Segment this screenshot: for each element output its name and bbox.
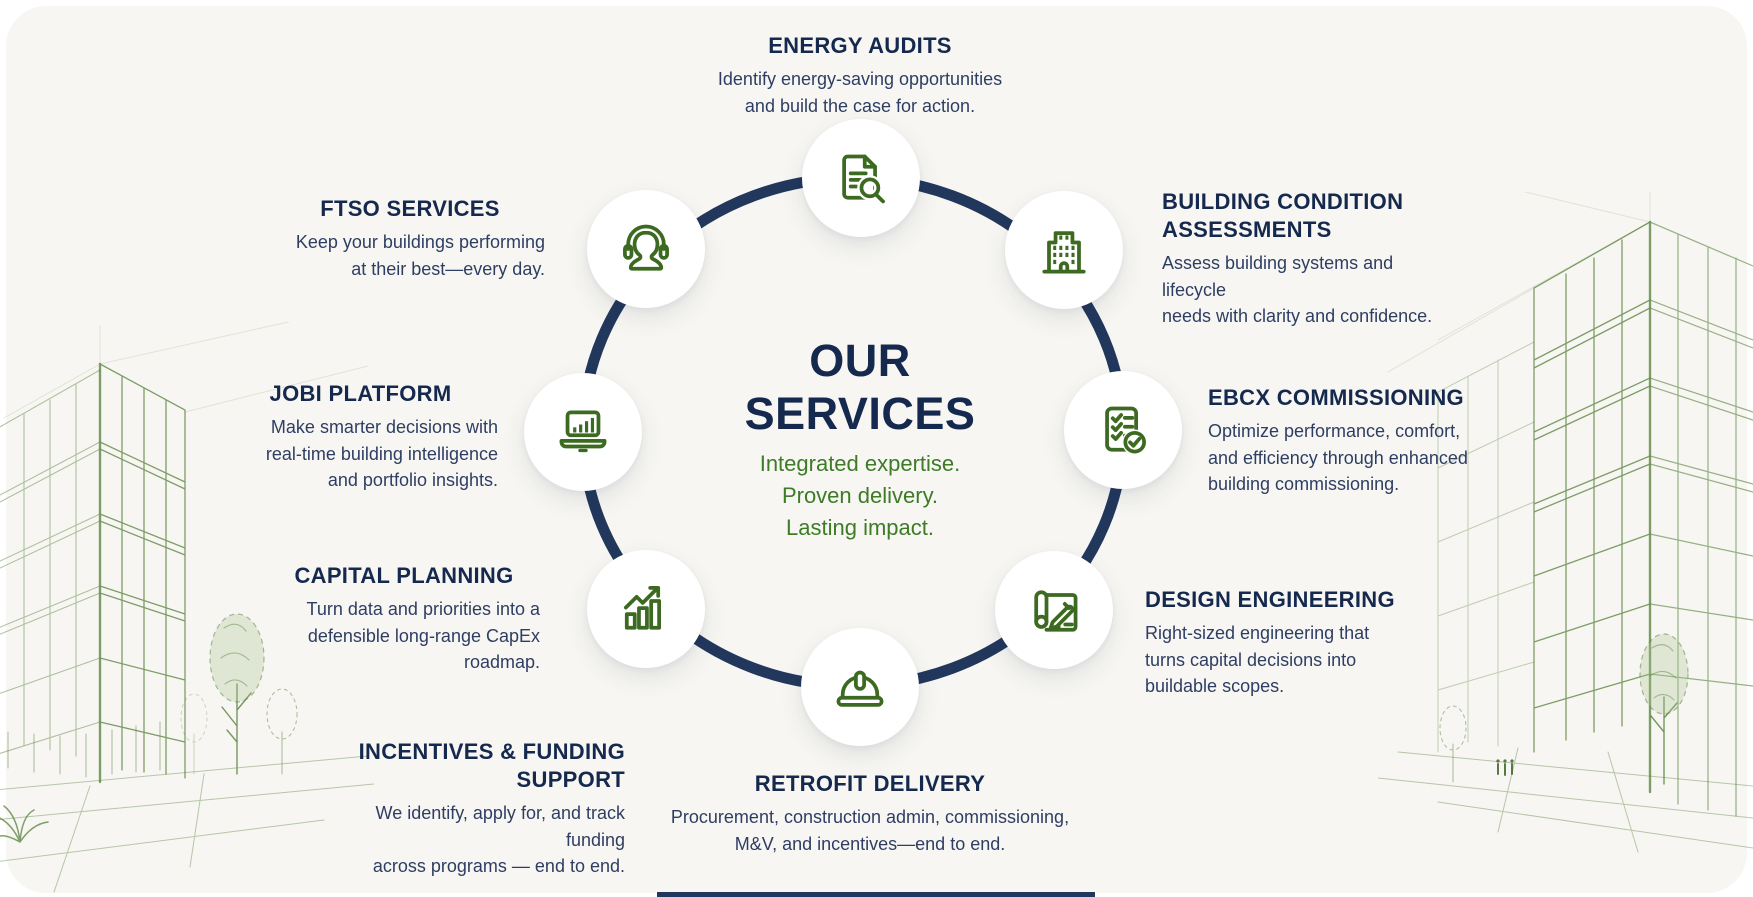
service-description-line: Right-sized engineering that (1145, 623, 1370, 643)
service-design-engineering: DESIGN ENGINEERING Right-sized engineeri… (1145, 586, 1415, 700)
service-node-jobi-platform (524, 373, 642, 491)
center-heading-line: OUR (809, 335, 911, 386)
service-description-line: and build the case for action. (744, 95, 976, 116)
service-description-line: M&V, and incentives—end to end. (734, 833, 1006, 854)
service-title: EBCX COMMISSIONING (1208, 384, 1508, 412)
service-title-line: BUILDING CONDITION (1162, 189, 1404, 214)
service-description-line: Assess building systems and lifecycle (1162, 253, 1394, 300)
service-description: Keep your buildings performing at their … (275, 229, 545, 282)
service-title: INCENTIVES & FUNDING SUPPORT (315, 738, 625, 794)
center-heading: OUR SERVICES (650, 334, 1070, 440)
service-title-line: FTSO SERVICES (320, 196, 500, 221)
service-description-line: buildable scopes. (1145, 676, 1285, 696)
center-tagline: Integrated expertise. Proven delivery. L… (650, 448, 1070, 544)
center-heading-block: OUR SERVICES Integrated expertise. Prove… (650, 334, 1070, 544)
service-building-condition-assessments: BUILDING CONDITION ASSESSMENTS Assess bu… (1162, 188, 1452, 330)
service-description: Procurement, construction admin, commiss… (570, 804, 1170, 857)
headset-icon (623, 224, 669, 271)
service-title-line: DESIGN ENGINEERING (1145, 587, 1395, 612)
center-tagline-line: Lasting impact. (786, 515, 934, 540)
center-heading-line: SERVICES (744, 388, 976, 439)
service-description-line: We identify, apply for, and track fundin… (375, 803, 625, 850)
drafting-pencil-icon (1034, 590, 1078, 632)
service-node-design-engineering (995, 551, 1113, 669)
service-node-ftso-services (587, 190, 705, 308)
document-search-icon (842, 154, 885, 204)
service-description: Right-sized engineering that turns capit… (1145, 620, 1415, 700)
center-tagline-line: Integrated expertise. (759, 451, 961, 476)
service-title: ENERGY AUDITS (560, 32, 1160, 60)
service-title: CAPITAL PLANNING (268, 562, 540, 590)
service-title: JOBI PLATFORM (223, 380, 498, 408)
service-node-building-condition (1005, 191, 1123, 309)
service-jobi-platform: JOBI PLATFORM Make smarter decisions wit… (223, 380, 498, 494)
service-node-ebcx-commissioning (1064, 371, 1182, 489)
service-description-line: at their best—every day. (351, 258, 545, 279)
checklist-icon (1105, 406, 1148, 455)
service-ebcx-commissioning: EBCX COMMISSIONING Optimize performance,… (1208, 384, 1508, 498)
service-description: Identify energy-saving opportunities and… (560, 66, 1160, 119)
service-title: DESIGN ENGINEERING (1145, 586, 1415, 614)
service-node-energy-audits (802, 119, 920, 237)
service-title-line: INCENTIVES & FUNDING (358, 739, 625, 764)
service-title: FTSO SERVICES (275, 195, 545, 223)
service-description-line: building commissioning. (1208, 474, 1400, 494)
service-retrofit-delivery: RETROFIT DELIVERY Procurement, construct… (570, 770, 1170, 857)
service-description-line: Optimize performance, comfort, (1208, 421, 1461, 441)
service-incentives-funding-support: INCENTIVES & FUNDING SUPPORT We identify… (315, 738, 625, 880)
service-description-line: defensible long-range CapEx (307, 625, 540, 646)
service-description-line: Make smarter decisions with (270, 417, 498, 437)
service-title-line: RETROFIT DELIVERY (754, 771, 986, 796)
service-description-line: real-time building intelligence (265, 443, 498, 464)
service-description-line: and portfolio insights. (327, 470, 498, 490)
growth-chart-icon (623, 586, 661, 630)
bottom-edge-strip (657, 892, 1095, 897)
service-description: Optimize performance, comfort, and effic… (1208, 418, 1508, 498)
service-description-line: needs with clarity and confidence. (1162, 306, 1433, 326)
service-description: We identify, apply for, and track fundin… (315, 800, 625, 880)
service-title: BUILDING CONDITION ASSESSMENTS (1162, 188, 1452, 244)
service-node-retrofit-delivery (801, 628, 919, 746)
service-description-line: across programs — end to end. (372, 856, 625, 876)
service-description-line: Turn data and priorities into a (306, 599, 540, 619)
service-energy-audits: ENERGY AUDITS Identify energy-saving opp… (560, 32, 1160, 119)
service-description-line: Procurement, construction admin, commiss… (670, 807, 1070, 827)
service-description-line: and efficiency through enhanced (1208, 447, 1468, 468)
service-capital-planning: CAPITAL PLANNING Turn data and prioritie… (268, 562, 540, 676)
service-node-capital-planning (587, 550, 705, 668)
service-description-line: Keep your buildings performing (295, 232, 545, 252)
service-ftso-services: FTSO SERVICES Keep your buildings perfor… (275, 195, 545, 282)
service-title-line: JOBI PLATFORM (269, 381, 452, 406)
service-description: Make smarter decisions with real-time bu… (223, 414, 498, 494)
service-description-line: roadmap. (463, 652, 540, 672)
hard-hat-icon (836, 670, 884, 707)
service-title-line: EBCX COMMISSIONING (1208, 385, 1464, 410)
service-title: RETROFIT DELIVERY (570, 770, 1170, 798)
service-title-line: CAPITAL PLANNING (294, 563, 514, 588)
building-icon (1042, 231, 1086, 274)
service-title-line: ENERGY AUDITS (768, 33, 952, 58)
service-description: Turn data and priorities into a defensib… (268, 596, 540, 676)
center-tagline-line: Proven delivery. (781, 483, 939, 508)
service-title-line: ASSESSMENTS (1162, 217, 1332, 242)
service-description-line: Identify energy-saving opportunities (717, 69, 1003, 89)
laptop-analytics-icon (559, 410, 607, 453)
service-description-line: turns capital decisions into (1145, 649, 1357, 670)
service-title-line: SUPPORT (516, 767, 625, 792)
service-description: Assess building systems and lifecycle ne… (1162, 250, 1452, 330)
